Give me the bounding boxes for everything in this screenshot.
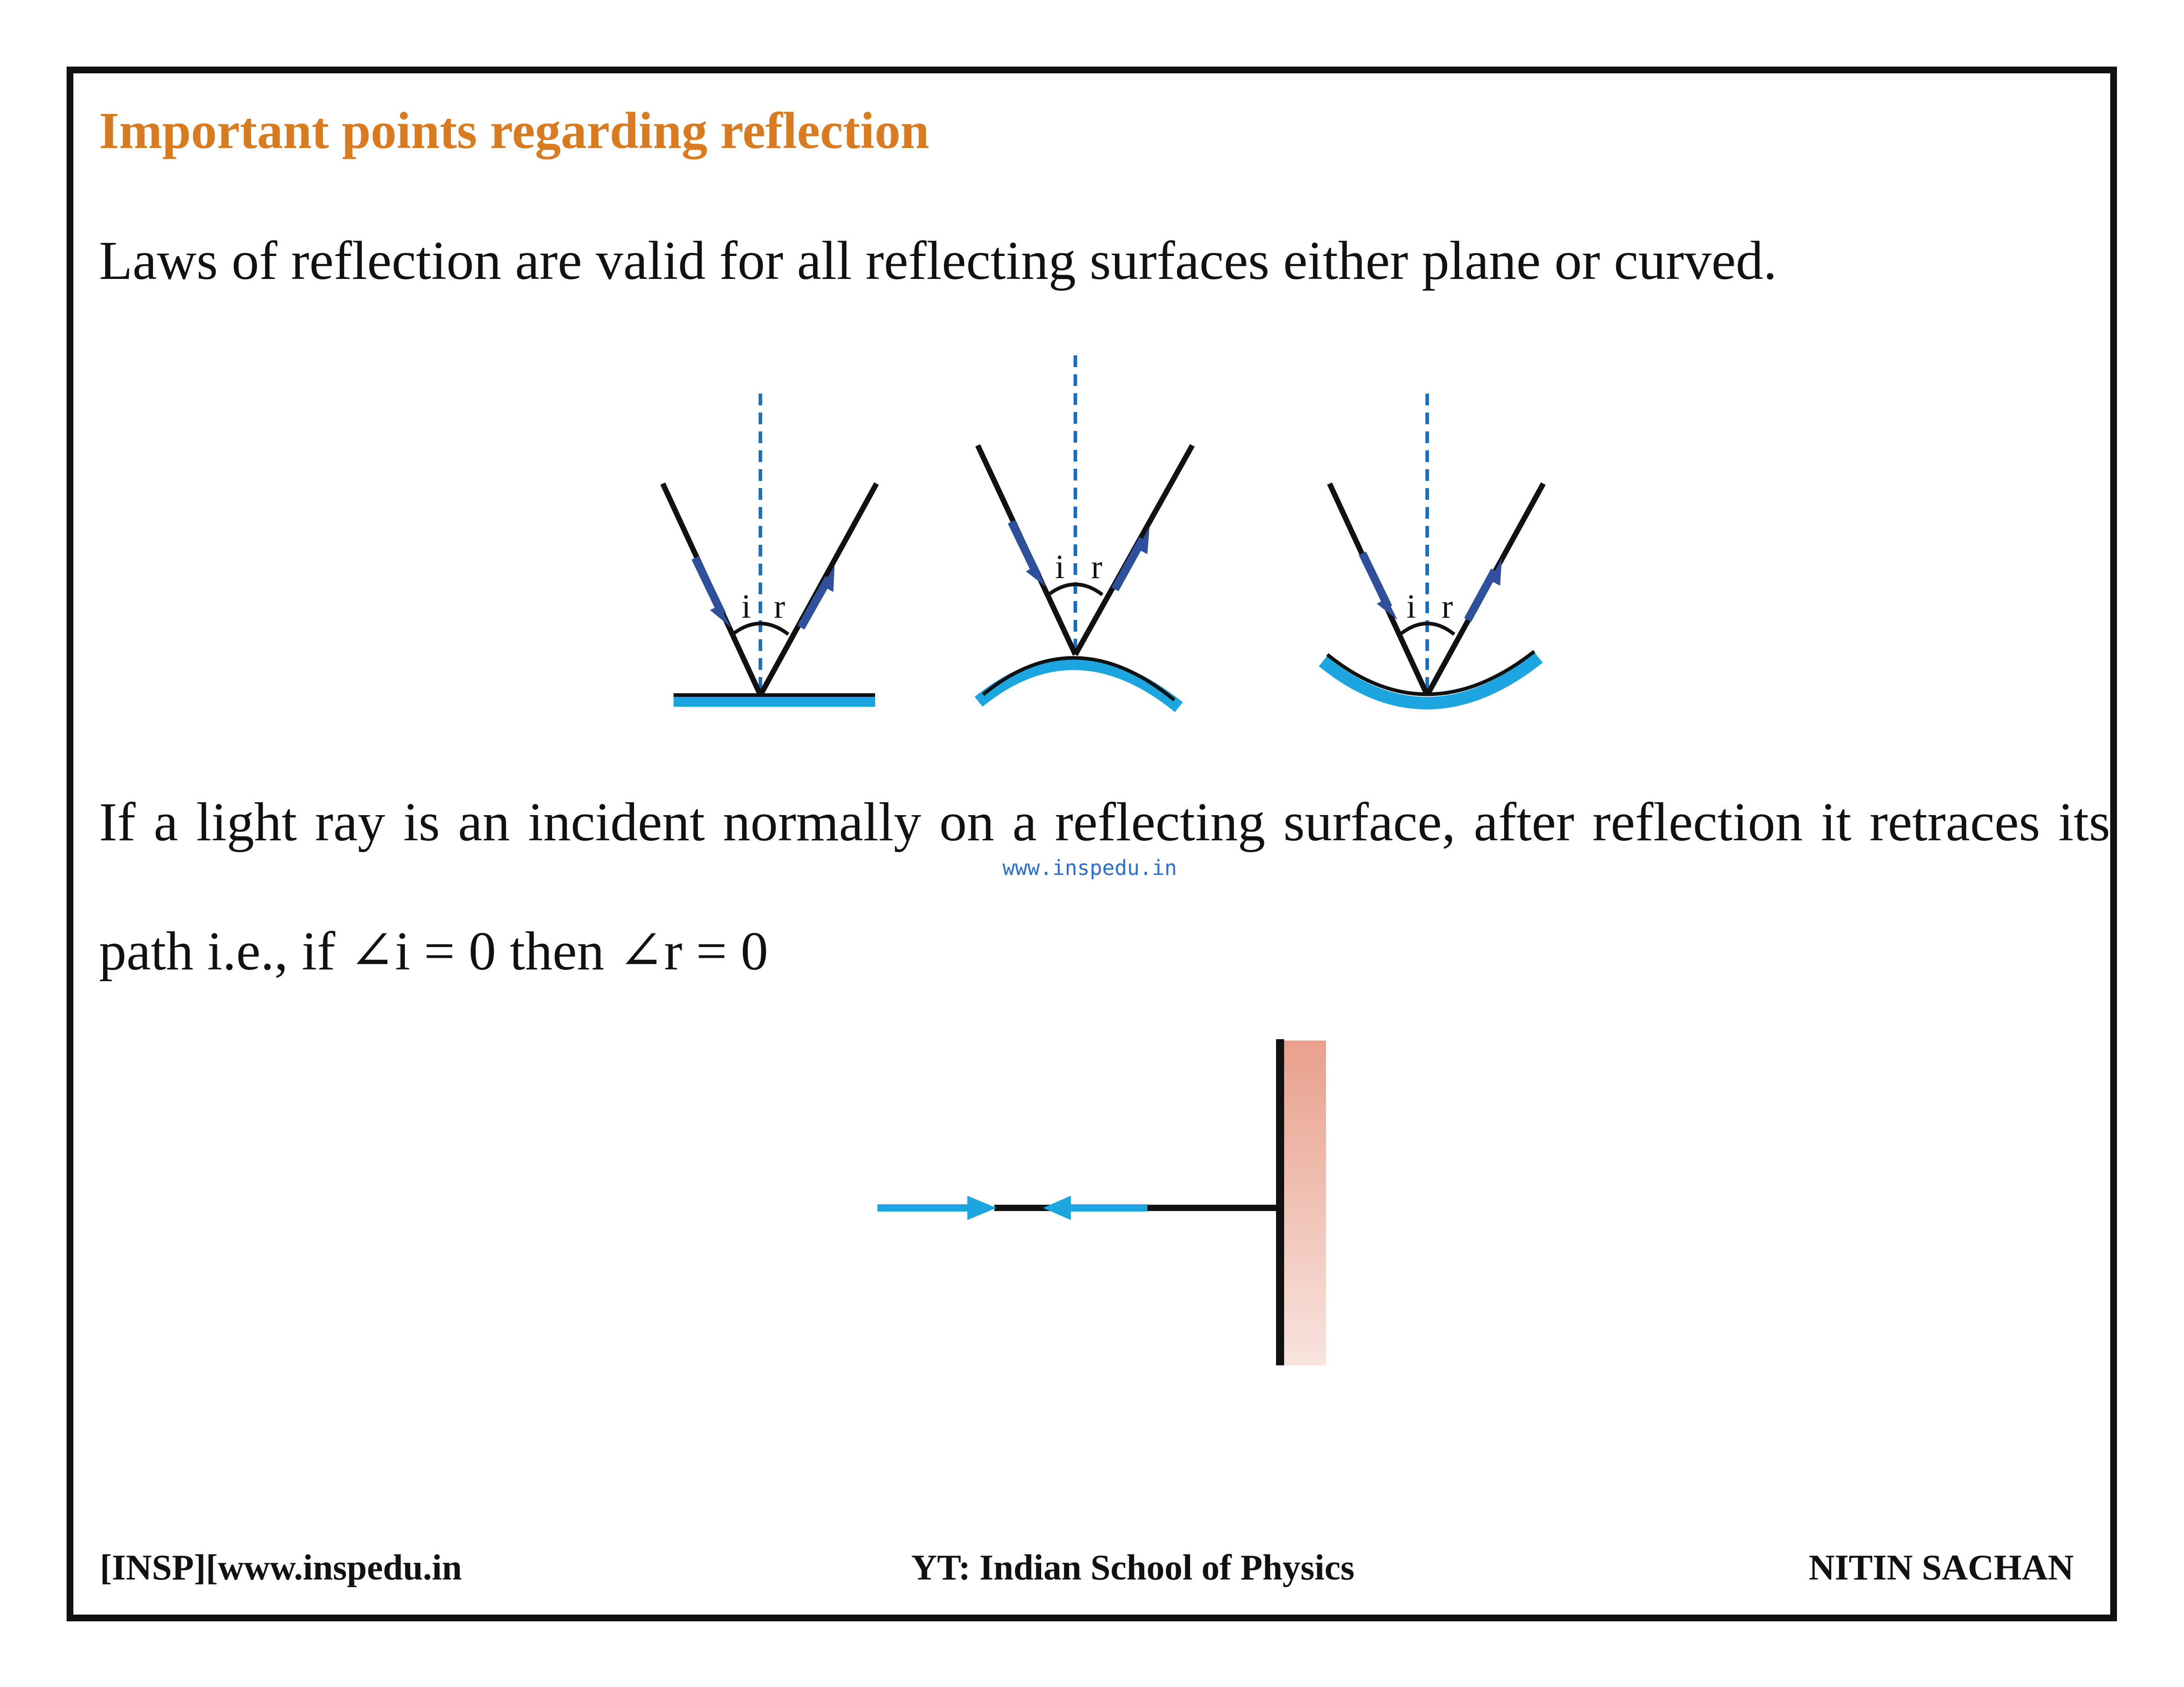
concave-mirror-surface <box>1326 650 1536 696</box>
normal-incidence-statement: If a light ray is an incident normally o… <box>99 792 2110 852</box>
angle-arc <box>1047 583 1104 597</box>
angle-i-label: i <box>1407 588 1416 625</box>
angle-i-label: i <box>741 588 751 625</box>
reflected-arrow <box>1043 1196 1071 1220</box>
angle-i-equation: ∠i = 0 <box>349 921 496 982</box>
mirror-back <box>1280 1041 1326 1365</box>
incident-arrow <box>710 606 731 628</box>
footer-website: [INSP][www.inspedu.in <box>100 1548 462 1588</box>
reflected-arrow <box>1490 558 1502 586</box>
condition-mid: then <box>496 921 618 982</box>
footer-channel: YT: Indian School of Physics <box>911 1548 1355 1588</box>
condition-prefix: path i.e., if <box>99 921 349 982</box>
incident-arrow-shaft <box>1007 520 1042 578</box>
angle-i-label: i <box>1055 548 1065 586</box>
incident-arrow <box>1377 598 1398 620</box>
normal-incidence-diagram <box>877 1039 1326 1365</box>
watermark: www.inspedu.in <box>1002 856 1177 880</box>
page-border <box>67 67 2117 1621</box>
concave-mirror-diagram: i r <box>1319 394 1546 709</box>
angle-r-label: r <box>1091 548 1102 586</box>
angle-r-equation: ∠r = 0 <box>618 921 768 982</box>
incident-arrow-shaft <box>691 556 726 616</box>
reflected-arrow-shaft <box>797 576 832 630</box>
normal-incidence-condition: path i.e., if ∠i = 0 then ∠r = 0 <box>99 919 768 983</box>
angle-arc <box>1399 622 1456 636</box>
angle-arc <box>731 622 790 636</box>
footer-author: NITIN SACHAN <box>1809 1548 2074 1588</box>
reflected-arrow <box>1137 526 1150 554</box>
convex-mirror <box>975 657 1183 712</box>
convex-mirror-surface <box>982 656 1176 702</box>
plane-mirror <box>674 695 875 707</box>
angle-r-label: r <box>1442 588 1453 625</box>
plane-mirror-diagram: i r <box>660 394 879 707</box>
incident-arrow <box>1026 566 1046 587</box>
reflected-arrow-shaft <box>1464 568 1498 622</box>
incident-arrow <box>967 1196 997 1220</box>
incident-arrow-shaft <box>1358 552 1393 609</box>
page-title: Important points regarding reflection <box>99 102 930 159</box>
convex-mirror-diagram: i r <box>975 355 1195 712</box>
angle-r-label: r <box>774 588 785 625</box>
concave-mirror <box>1319 653 1543 709</box>
reflected-arrow-shaft <box>1111 537 1146 592</box>
law-statement: Laws of reflection are valid for all ref… <box>99 230 1777 291</box>
